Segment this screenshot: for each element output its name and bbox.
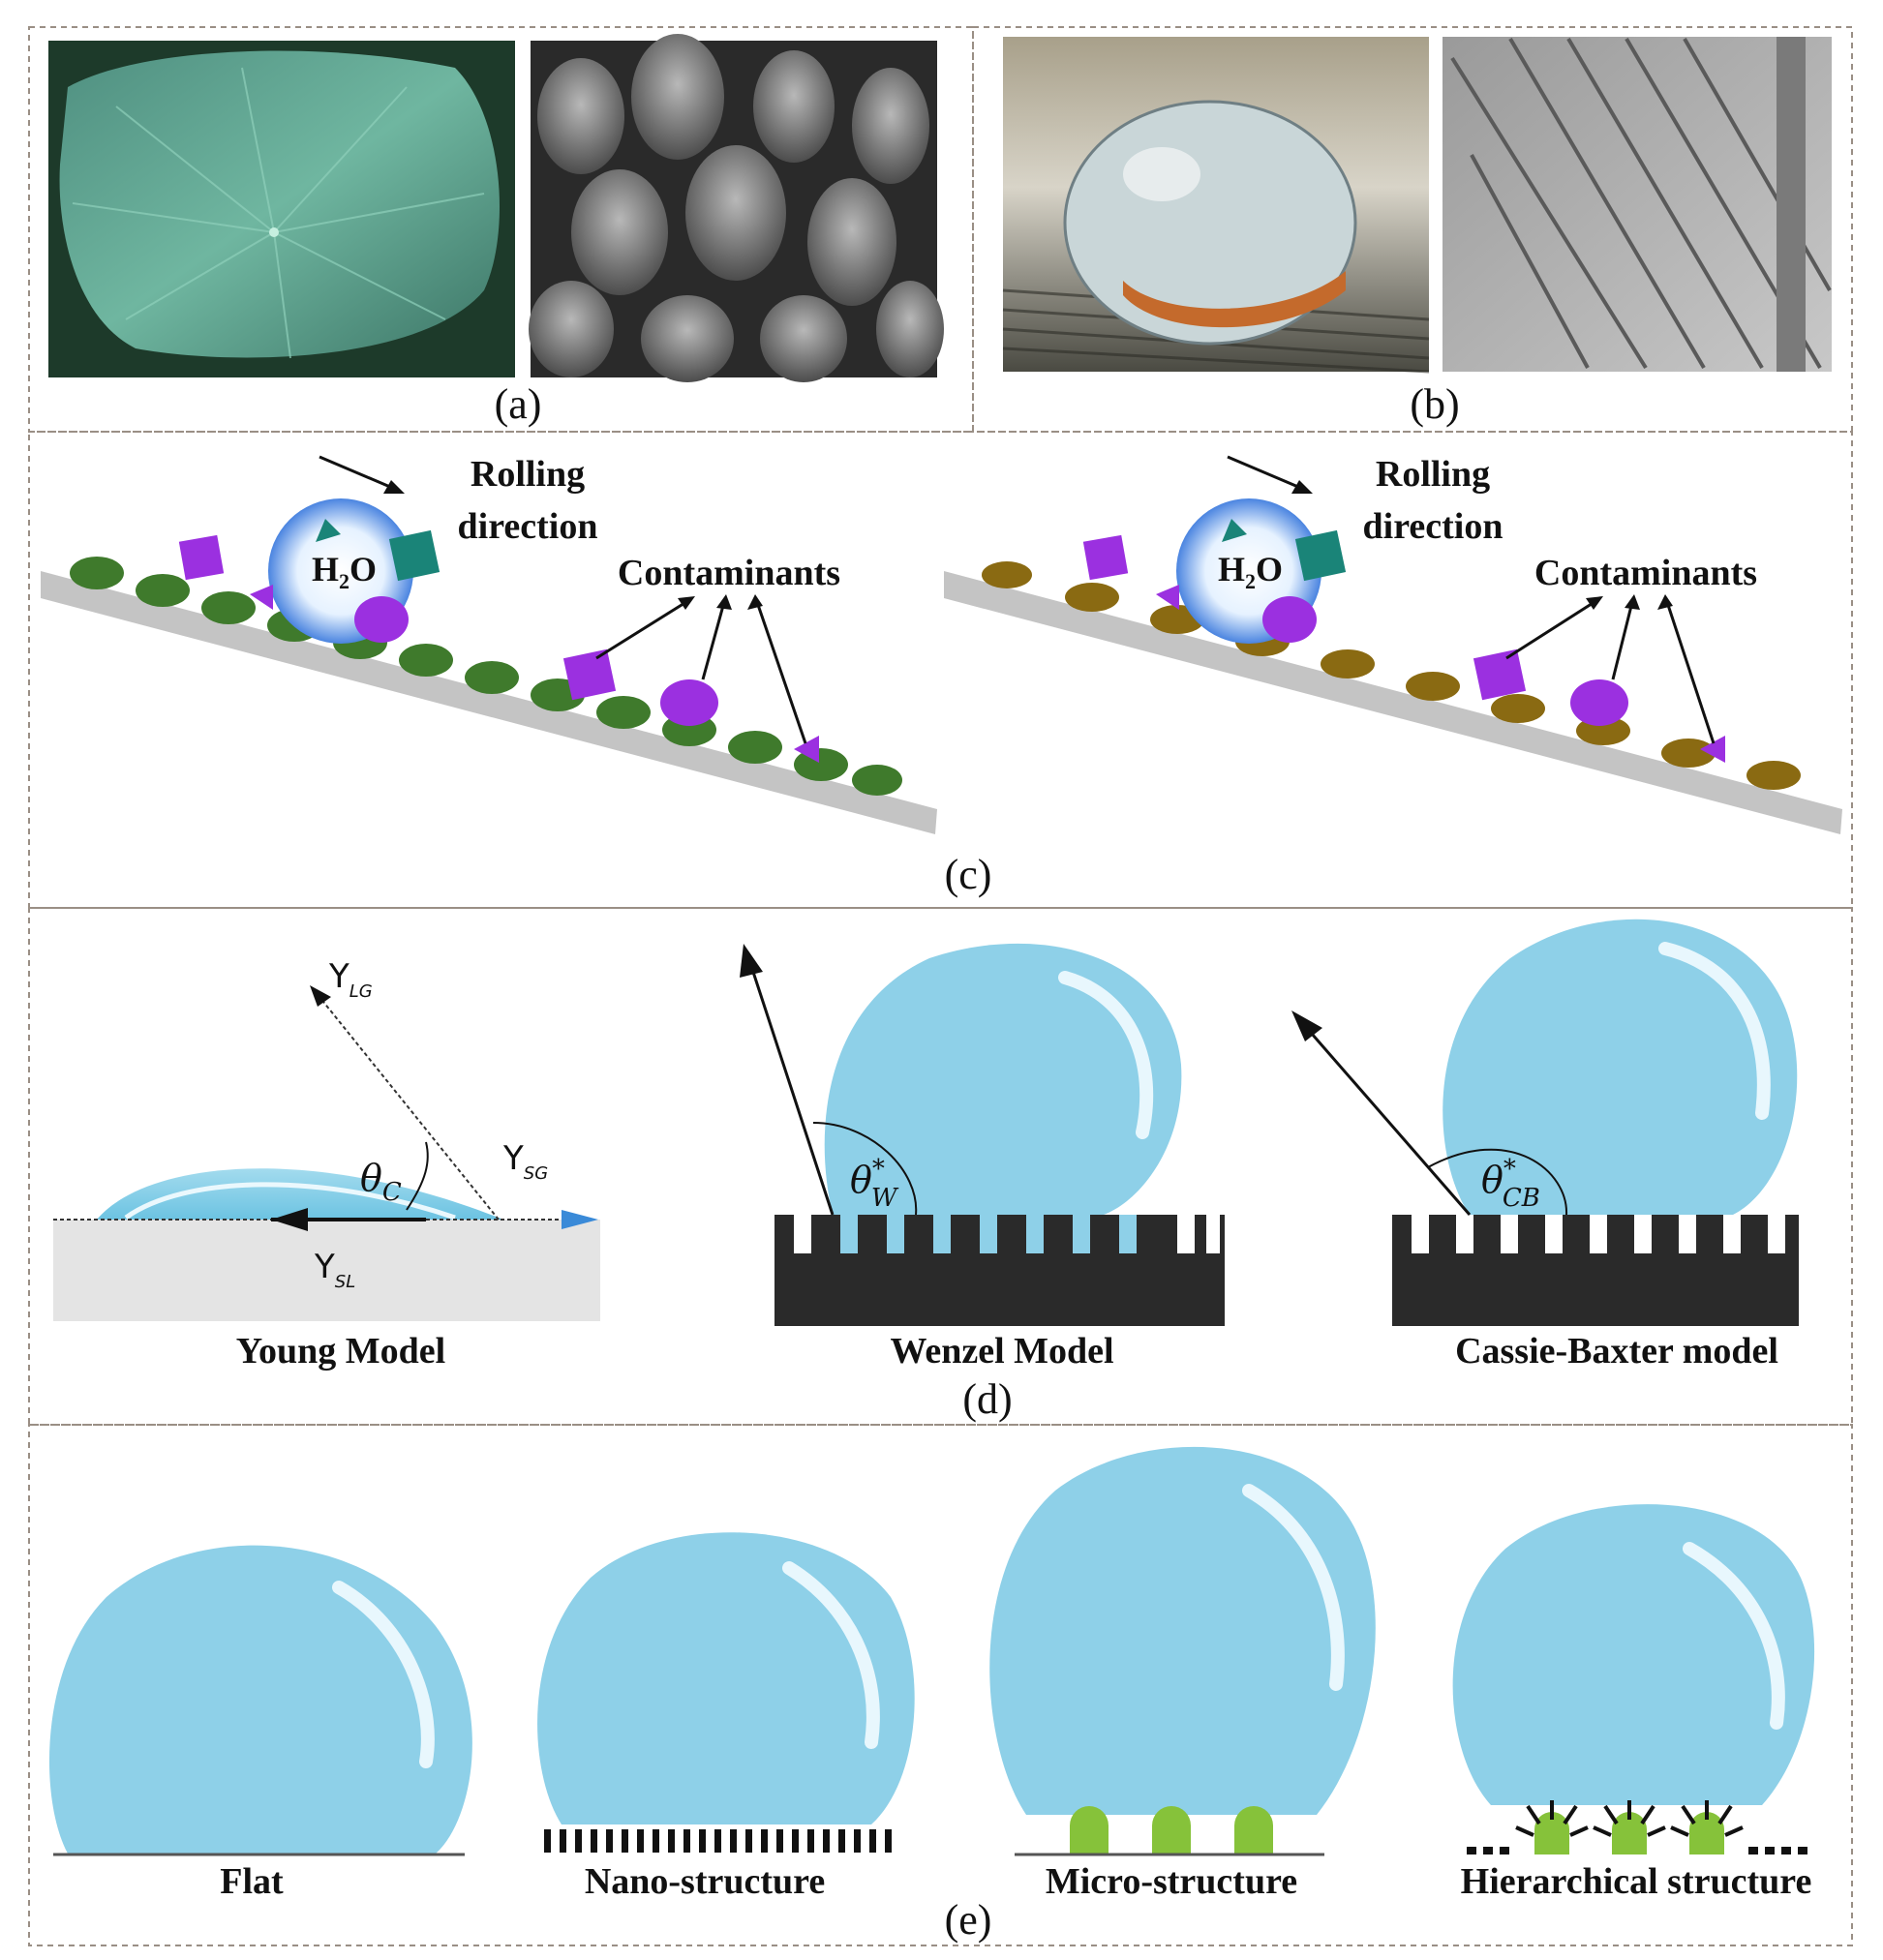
leaf-bumps <box>70 557 902 796</box>
contaminant-arrows-right <box>1505 598 1716 744</box>
inclined-substrate-right <box>944 571 1842 834</box>
cassie-baxter-model: θ*CB Cassie-Baxter model <box>1291 919 1799 1372</box>
caption-b: (b) <box>1410 380 1459 428</box>
panel-d: YLG YSG YSL θC Young Model θ*W Wenzel Mo… <box>53 919 1799 1423</box>
theta-c-label: θC <box>360 1157 402 1207</box>
theta-cb-label: θ*CB <box>1481 1155 1540 1213</box>
hierarchical-pillars <box>1534 1812 1724 1854</box>
micro-pillars <box>1070 1806 1273 1854</box>
hierarchical-structure-label: Hierarchical structure <box>1461 1861 1812 1902</box>
hierarchical-nano-hairs <box>1515 1800 1744 1837</box>
panel-c: H2O Rolling direction Contaminants <box>41 454 1842 898</box>
lotus-sem-image <box>529 34 944 382</box>
contaminants-label: Contaminants <box>618 553 840 593</box>
h2o-label-right: H2O <box>1218 550 1283 593</box>
micro-structure: Micro-structure <box>989 1446 1376 1902</box>
rolling-label-line1-right: Rolling <box>1376 454 1490 495</box>
flat-label: Flat <box>220 1861 284 1902</box>
water-droplet-photo <box>1002 37 1430 374</box>
panel-borders <box>28 26 1853 1946</box>
rough-self-cleaning-right: H2O Rolling direction Contaminants <box>944 454 1842 834</box>
young-drop <box>97 1168 503 1220</box>
contaminants-label-right: Contaminants <box>1534 553 1757 593</box>
caption-d: (d) <box>962 1375 1012 1423</box>
feather-sem-image <box>1443 37 1832 372</box>
panel-a: (a) <box>48 34 944 428</box>
rolling-label-line2: direction <box>458 506 598 547</box>
nano-pillars <box>544 1829 892 1853</box>
h2o-label: H2O <box>312 550 377 593</box>
gamma-sl-label: YSL <box>314 1248 355 1292</box>
hierarchical-structure: Hierarchical structure <box>1452 1504 1815 1902</box>
micro-structure-label: Micro-structure <box>1046 1861 1297 1902</box>
wenzel-model: θ*W Wenzel Model <box>740 943 1225 1372</box>
contaminant-arrows <box>595 598 807 744</box>
inclined-substrate <box>41 571 937 834</box>
rolling-arrow <box>319 455 405 494</box>
gamma-lg-label: YLG <box>328 957 373 1002</box>
cassie-drop <box>1443 919 1798 1215</box>
nano-structure-label: Nano-structure <box>585 1861 825 1902</box>
rolling-arrow-right <box>1227 455 1313 494</box>
theta-w-label: θ*W <box>850 1155 899 1213</box>
rolling-label-line2-right: direction <box>1363 506 1503 547</box>
flat-surface: Flat <box>48 1545 472 1902</box>
wenzel-model-label: Wenzel Model <box>890 1331 1113 1372</box>
panel-e: Flat Nano-structure <box>48 1446 1815 1944</box>
cassie-substrate <box>1392 1215 1799 1326</box>
wenzel-drop <box>824 943 1182 1215</box>
caption-c: (c) <box>945 851 992 898</box>
panel-b: (b) <box>1002 37 1832 428</box>
young-model-label: Young Model <box>236 1331 445 1372</box>
cassie-baxter-model-label: Cassie-Baxter model <box>1455 1331 1778 1372</box>
caption-e: (e) <box>945 1896 992 1944</box>
gamma-sg-label: YSG <box>502 1139 548 1184</box>
rough-bumps <box>982 561 1801 790</box>
nano-structure: Nano-structure <box>537 1532 915 1902</box>
lotus-leaf-photo <box>48 41 515 377</box>
young-model: YLG YSG YSL θC Young Model <box>53 957 600 1372</box>
lotus-self-cleaning-left: H2O Rolling direction Contaminants <box>41 454 937 834</box>
caption-a: (a) <box>495 380 542 428</box>
rolling-label-line1: Rolling <box>471 454 585 495</box>
